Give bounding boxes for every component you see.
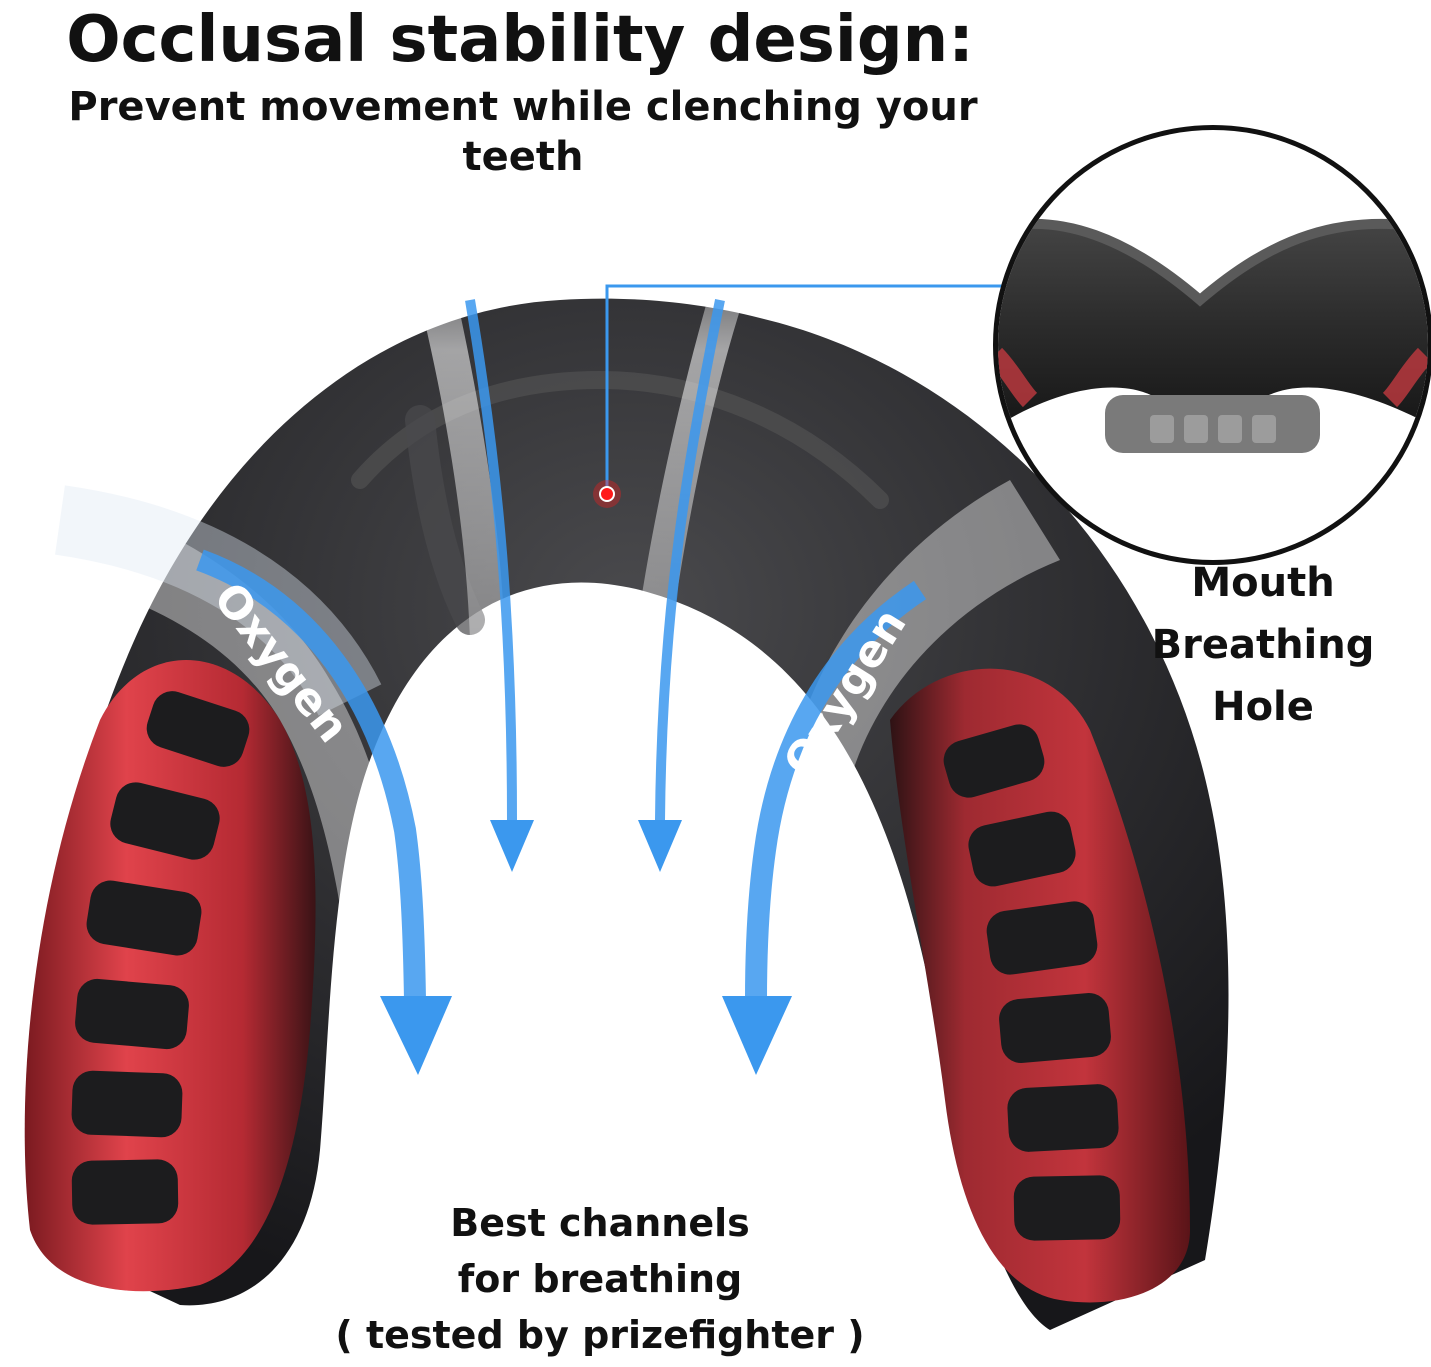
arrow-head-right	[722, 996, 792, 1075]
oxygen-stream-right	[755, 480, 1060, 995]
breathing-channels-line2: for breathing	[457, 1257, 743, 1301]
breathing-hole-marker	[599, 486, 615, 502]
breathing-channels-line3: ( tested by prizefighter )	[335, 1313, 865, 1357]
page-subtitle: Prevent movement while clenching your te…	[68, 84, 978, 180]
breathing-channels-label: Best channels for breathing ( tested by …	[320, 1195, 880, 1363]
left-red-pad	[24, 660, 316, 1292]
right-red-pad	[890, 668, 1190, 1303]
callout-connector	[593, 284, 1015, 508]
breathing-channels-line1: Best channels	[450, 1201, 750, 1245]
arrow-head-left	[380, 996, 452, 1075]
oxygen-stream-top-right	[635, 225, 770, 640]
mouthguard-body	[32, 298, 1229, 1330]
arrow-head-center-right	[638, 820, 682, 872]
oxygen-stream-top-left	[400, 225, 505, 640]
blue-arrows	[196, 299, 927, 1075]
page-title: Occlusal stability design:	[66, 3, 974, 77]
breathing-hole-inset	[993, 125, 1431, 565]
breathing-hole-label: Mouth Breathing Hole	[1095, 552, 1431, 738]
arrow-head-center-left	[490, 820, 534, 872]
breathing-hole-label-line2: Breathing Hole	[1151, 622, 1375, 730]
breathing-hole-label-line1: Mouth	[1191, 560, 1335, 606]
breathing-hole-vent	[1105, 395, 1320, 453]
